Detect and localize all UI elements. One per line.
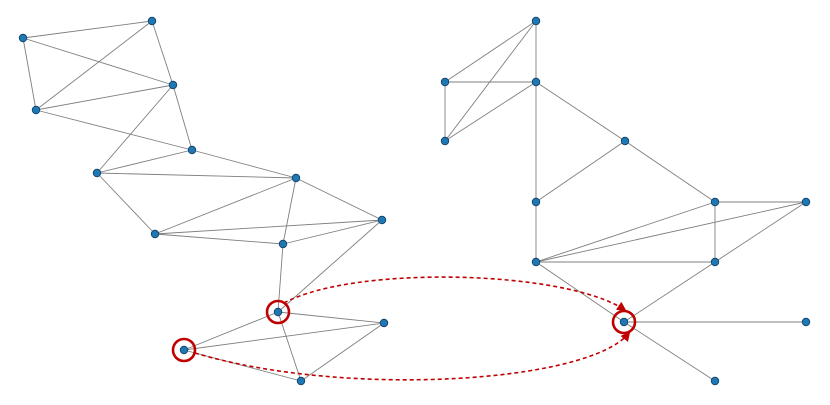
edge-a5-a6 (96, 149, 193, 174)
highlight-ring-a13 (171, 337, 197, 363)
edge-b11-b13 (623, 321, 716, 382)
edge-b5-b6 (535, 140, 626, 203)
edge-b9-b8 (535, 201, 807, 263)
graph-node-a9 (377, 215, 387, 225)
edge-a11-a13 (183, 311, 279, 351)
edge-b10-b11 (623, 261, 716, 323)
graph-node-a12 (379, 318, 389, 328)
edge-a1-a3 (22, 37, 174, 86)
graph-node-b12 (801, 317, 811, 327)
edge-b8-b10 (714, 201, 807, 263)
edge-a8-a10 (154, 233, 284, 245)
graph-node-a8 (150, 229, 160, 239)
edge-a8-a9 (154, 219, 383, 235)
correspondence-layer (194, 276, 631, 381)
graph-node-b10 (710, 257, 720, 267)
graph-node-b9 (531, 257, 541, 267)
correspondence-arrow-a13-b11 (194, 331, 631, 381)
highlight-ring-b11 (611, 309, 637, 335)
graph-node-b13 (710, 376, 720, 386)
edge-b3-b4 (444, 81, 537, 142)
edge-b6-b7 (624, 140, 716, 203)
graph-node-b8 (801, 197, 811, 207)
graph-node-b6 (620, 136, 630, 146)
edge-a14-a12 (300, 322, 385, 382)
edge-a3-a4 (35, 84, 174, 111)
graph-node-a7 (291, 173, 301, 183)
graph-node-a4 (31, 105, 41, 115)
graph-node-a2 (147, 16, 157, 26)
edge-a2-a4 (35, 20, 153, 111)
edge-a1-a2 (22, 20, 153, 39)
highlight-layer (171, 299, 637, 363)
edge-a5-a7 (96, 172, 297, 179)
graph-node-b4 (440, 136, 450, 146)
edge-a7-a9 (295, 177, 383, 221)
correspondence-arrow-a11-b11 (283, 276, 627, 312)
graph-node-a11 (273, 307, 283, 317)
graph-node-a13 (179, 345, 189, 355)
edge-a11-a12 (277, 311, 385, 324)
edge-b1-b4 (444, 20, 537, 142)
edge-b1-b2 (444, 20, 537, 83)
graph-node-b3 (531, 77, 541, 87)
edge-a9-a11 (277, 219, 383, 313)
edge-b9-b11 (535, 261, 625, 323)
graph-node-b1 (531, 16, 541, 26)
edges-layer (22, 20, 807, 382)
edge-a13-a12 (183, 322, 385, 351)
graph-node-b11 (619, 317, 629, 327)
edge-a5-a8 (96, 172, 156, 235)
edge-a3-a5 (96, 84, 174, 174)
edge-a1-a4 (22, 37, 37, 111)
graph-node-a1 (18, 33, 28, 43)
edge-a3-a6 (172, 84, 193, 151)
edge-a4-a6 (35, 109, 193, 151)
graph-node-a6 (187, 145, 197, 155)
edge-a7-a10 (282, 177, 297, 245)
edge-a9-a10 (282, 219, 383, 245)
graph-node-b2 (440, 77, 450, 87)
graph-node-a14 (296, 376, 306, 386)
edge-a8-a7 (154, 177, 297, 235)
graph-node-a5 (92, 168, 102, 178)
edge-b3-b6 (535, 81, 626, 142)
graph-node-a3 (168, 80, 178, 90)
graph-node-b5 (531, 197, 541, 207)
edge-a6-a7 (191, 149, 297, 179)
highlight-ring-a11 (265, 299, 291, 325)
edge-a2-a3 (151, 20, 174, 86)
nodes-layer (18, 16, 811, 386)
graph-node-b7 (710, 197, 720, 207)
graph-node-a10 (278, 239, 288, 249)
edge-b7-b9 (535, 201, 716, 263)
